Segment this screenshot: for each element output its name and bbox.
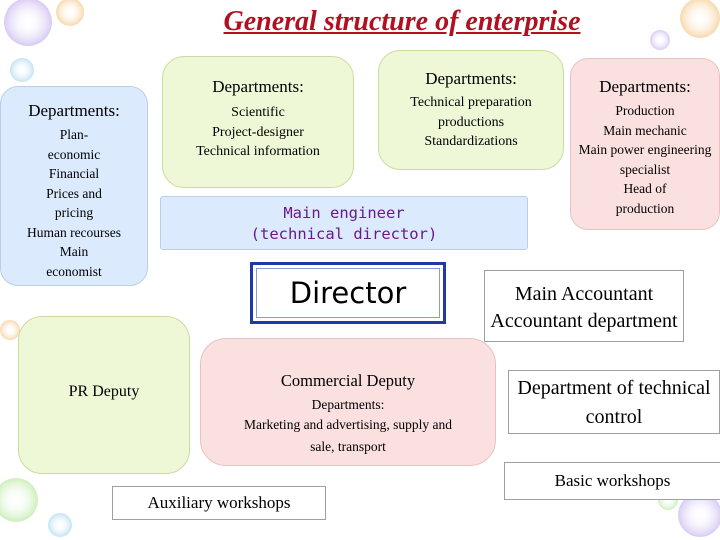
department-item: Main mechanic <box>603 122 687 138</box>
commercial-sub-heading: Departments: <box>311 397 385 412</box>
bubble <box>680 0 720 38</box>
department-list: Scientific Project-designer Technical in… <box>196 103 320 162</box>
department-item: sale, transport <box>310 439 386 454</box>
department-item: Financial <box>48 166 100 181</box>
bubble <box>0 478 38 522</box>
department-item: Head of <box>623 181 667 196</box>
department-list: Production Main mechanic Main power engi… <box>579 101 712 218</box>
department-item: Marketing and advertising, supply and <box>243 417 453 432</box>
department-item: production <box>615 200 675 216</box>
box-heading: Departments: <box>425 69 517 88</box>
department-item: pricing <box>54 205 94 220</box>
planning-departments-box: Departments: Plan- economic Financial Pr… <box>0 86 148 286</box>
department-item: Technical preparation <box>410 95 532 110</box>
accountant-label: Accountant department <box>490 310 678 332</box>
box-heading: Departments: <box>599 77 691 96</box>
technical-control-label: control <box>585 406 643 428</box>
department-item: Main power engineering <box>578 142 712 157</box>
department-item: economic <box>47 146 101 162</box>
bubble <box>10 58 34 82</box>
technical-departments-box: Departments: Technical preparation produ… <box>378 50 564 170</box>
main-engineer-label: Main engineer <box>283 204 405 222</box>
department-list: Marketing and advertising, supply and sa… <box>244 414 452 458</box>
director-label: Director <box>289 276 407 310</box>
box-heading: Departments: <box>212 77 304 96</box>
auxiliary-workshops-box: Auxiliary workshops <box>112 486 326 520</box>
bubble <box>48 513 72 537</box>
main-engineer-label: (technical director) <box>250 225 438 243</box>
department-item: Project-designer <box>212 124 304 140</box>
department-item: productions <box>437 114 505 130</box>
department-item: Prices and <box>46 185 102 201</box>
main-engineer-box: Main engineer (technical director) <box>160 196 528 250</box>
department-item: Technical information <box>196 144 320 159</box>
production-departments-box: Departments: Production Main mechanic Ma… <box>570 58 720 230</box>
commercial-deputy-heading: Commercial Deputy <box>280 371 416 390</box>
department-item: Production <box>615 103 675 118</box>
department-list: Plan- economic Financial Prices and pric… <box>27 125 121 281</box>
page-title: General structure of enterprise <box>223 6 581 37</box>
scientific-departments-box: Departments: Scientific Project-designer… <box>162 56 354 188</box>
technical-control-box: Department of technical control <box>508 370 720 434</box>
department-list: Technical preparation productions Standa… <box>410 93 531 152</box>
director-box: Director <box>250 262 446 324</box>
technical-control-label: Department of technical <box>517 377 711 399</box>
department-item: specialist <box>619 161 671 177</box>
bubble <box>650 30 670 50</box>
department-item: Scientific <box>231 105 285 120</box>
department-item: economist <box>46 263 102 279</box>
basic-workshops-label: Basic workshops <box>554 471 671 490</box>
commercial-deputy-box: Commercial Deputy Departments: Marketing… <box>200 338 496 466</box>
basic-workshops-box: Basic workshops <box>504 462 720 500</box>
bubble <box>0 320 20 340</box>
auxiliary-workshops-label: Auxiliary workshops <box>147 493 291 512</box>
bubble <box>678 493 720 537</box>
department-item: Human recourses <box>26 224 122 240</box>
department-item: Plan- <box>59 127 89 142</box>
bubble <box>4 0 52 46</box>
bubble <box>56 0 84 26</box>
department-item: Standardizations <box>424 134 518 149</box>
pr-deputy-label: PR Deputy <box>68 383 140 400</box>
department-item: Main <box>59 244 89 259</box>
box-heading: Departments: <box>28 101 120 120</box>
pr-deputy-box: PR Deputy <box>18 316 190 474</box>
accountant-label: Main Accountant <box>514 283 654 305</box>
main-accountant-box: Main Accountant Accountant department <box>484 270 684 342</box>
